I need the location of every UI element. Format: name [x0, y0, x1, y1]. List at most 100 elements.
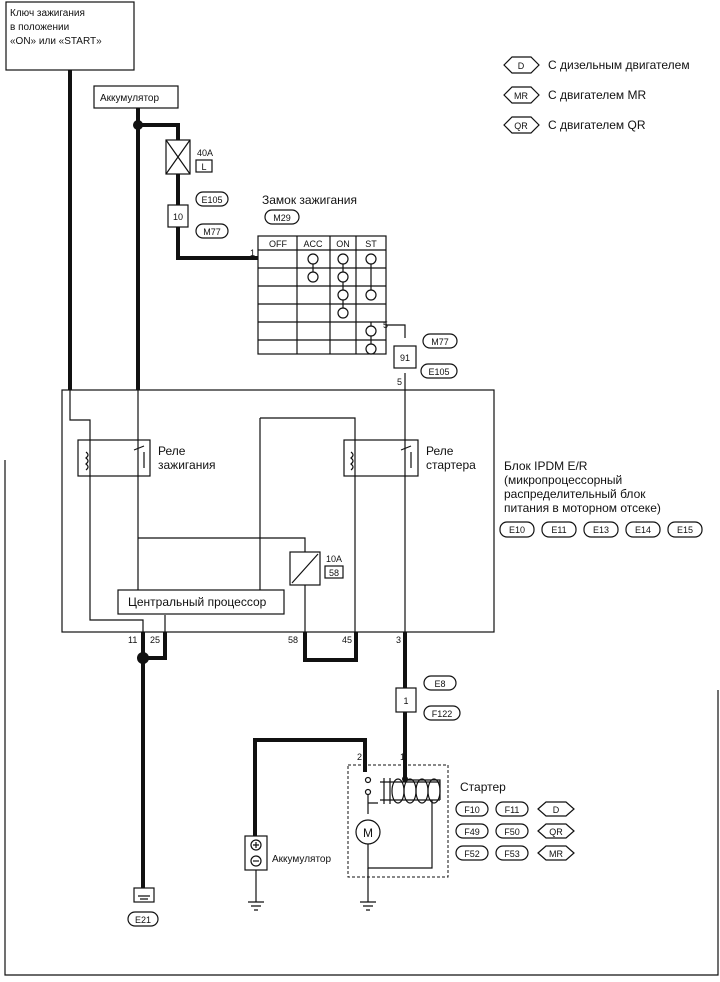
- ipdm-title-4: питания в моторном отсеке): [504, 501, 661, 515]
- connector-91-box: [393, 345, 417, 369]
- ignition-switch-connector-tag: M29: [273, 213, 291, 223]
- starter-connector-tags: [455, 801, 575, 861]
- ignition-note-line2: в положении: [10, 22, 69, 33]
- fuse-40a-code: L: [201, 162, 206, 172]
- ipdm-connector-e15: E15: [677, 525, 693, 535]
- ipdm-title-1: Блок IPDM E/R: [504, 459, 588, 473]
- starter-tag-f53: F53: [504, 849, 520, 859]
- ipdm-pin-25: 25: [150, 635, 160, 645]
- fuse-40a-rating: 40A: [197, 148, 213, 158]
- connector-1-pin: 1: [403, 696, 408, 706]
- battery-ground-symbol: [248, 901, 264, 911]
- pin58-45-loop: [303, 632, 358, 662]
- connector-f122-tag: F122: [432, 709, 453, 719]
- cpu-label: Центральный процессор: [128, 595, 267, 609]
- starter-tag-mr: MR: [549, 849, 563, 859]
- ipdm-pin-58: 58: [288, 635, 298, 645]
- starter-dashed-box: [347, 764, 449, 878]
- ignition-relay-label-1: Реле: [158, 444, 186, 458]
- legend-text-qr: С двигателем QR: [548, 118, 646, 132]
- ignition-relay-symbol: [77, 439, 151, 477]
- starter-relay-label-1: Реле: [426, 444, 454, 458]
- legend-tag-d: D: [518, 61, 525, 71]
- starter-tag-f11: F11: [505, 805, 520, 815]
- connector-e8-tag: E8: [434, 679, 445, 689]
- fuse-10a-slash: [291, 553, 319, 584]
- connector-e105-tag-middle-shape: [420, 363, 458, 379]
- battery-starter-cable: [253, 738, 367, 838]
- ignition-note-line1: Ключ зажигания: [10, 8, 85, 19]
- ignition-switch-col-off: OFF: [269, 239, 287, 249]
- starter-tag-qr: QR: [549, 827, 563, 837]
- starter-relay-label-2: стартера: [426, 458, 476, 472]
- connector-m77-tag-upper-shape: [195, 223, 229, 239]
- legend-tag-d-shape: [503, 56, 540, 74]
- ignition-sense-wire: [69, 70, 91, 450]
- ignition-switch-pin-in: 1: [250, 248, 255, 258]
- fuse-10a-code: 58: [329, 568, 339, 578]
- ground-e21-tag-shape: [127, 911, 159, 927]
- connector-m77-tag-middle: M77: [431, 337, 449, 347]
- battery-plus-sign: [253, 842, 259, 848]
- starter-tag-f49: F49: [464, 827, 480, 837]
- connector-10-pin: 10: [173, 212, 183, 222]
- ipdm-connector-e11: E11: [551, 525, 566, 535]
- starter-motor-wire: [367, 800, 433, 869]
- legend-tag-mr-shape: [503, 86, 540, 104]
- ignition-relay-label-2: зажигания: [158, 458, 216, 472]
- ignition-switch-pin-out: 5: [383, 320, 388, 330]
- connector-f122-tag-shape: [423, 705, 461, 721]
- battery-top-label: Аккумулятор: [100, 93, 159, 104]
- starter-solenoid: [380, 776, 441, 804]
- starter-tag-f10: F10: [464, 805, 480, 815]
- starter-tag-d: D: [553, 805, 560, 815]
- ipdm-pin-11: 11: [128, 635, 137, 645]
- connector-e105-tag-upper: E105: [201, 195, 222, 205]
- ipdm-title-3: распределительный блок: [504, 487, 646, 501]
- fuse-10a-rating: 10A: [326, 554, 342, 564]
- starter-tag-f50: F50: [504, 827, 520, 837]
- ground-e21-box: [133, 887, 155, 903]
- ipdm-connector-e14: E14: [635, 525, 651, 535]
- outer-frame: [4, 460, 719, 976]
- ignition-switch-table: [257, 235, 387, 355]
- ipdm-connector-e10: E10: [509, 525, 525, 535]
- starter-title: Стартер: [460, 780, 506, 794]
- ground-jumper: [143, 632, 167, 660]
- ipdm-block-outline: [61, 389, 495, 633]
- legend-tag-mr: MR: [514, 91, 528, 101]
- starter-pin-2: 2: [357, 752, 362, 762]
- fuse-40a-cross: [165, 139, 191, 175]
- ignition-switch-col-st: ST: [365, 239, 377, 249]
- ignition-switch-col-acc: ACC: [303, 239, 323, 249]
- connector-m77-tag-middle-shape: [422, 333, 458, 349]
- cpu-box: [117, 589, 285, 615]
- internal-wire-e: [89, 475, 144, 632]
- starter-ground-symbol: [360, 901, 376, 911]
- connector-91-pin: 91: [400, 353, 410, 363]
- ignition-switch-title: Замок зажигания: [262, 193, 357, 207]
- ignition-switch-col-on: ON: [336, 239, 350, 249]
- fuse-feed-wire: [138, 123, 258, 260]
- connector-m77-tag-upper: M77: [203, 227, 221, 237]
- ipdm-connector-e13: E13: [593, 525, 609, 535]
- starter-pin-1: 1: [400, 752, 405, 762]
- internal-wire-g: [260, 417, 356, 445]
- starter-motor-label: M: [363, 826, 373, 840]
- ground-e21-symbol: [138, 895, 150, 900]
- legend-tag-qr: QR: [514, 121, 528, 131]
- legend: D С дизельным двигателем MR С двигателем…: [503, 56, 690, 134]
- ground-junction: [137, 652, 149, 664]
- ignition-note-box: [5, 1, 135, 71]
- ignition-switch-connector-tag-shape: [264, 209, 300, 225]
- fuse-40a-code-box: [195, 159, 213, 173]
- legend-text-d: С дизельным двигателем: [548, 58, 690, 72]
- ipdm-pin-45: 45: [342, 635, 352, 645]
- ipdm-connector-tags: [499, 521, 703, 538]
- ipdm-pin-3: 3: [396, 635, 401, 645]
- legend-tag-qr-shape: [503, 116, 540, 134]
- starter-contacts: [364, 776, 378, 814]
- connector-e105-tag-upper-shape: [195, 191, 229, 207]
- ipdm-title-2: (микропроцессорный: [504, 473, 622, 487]
